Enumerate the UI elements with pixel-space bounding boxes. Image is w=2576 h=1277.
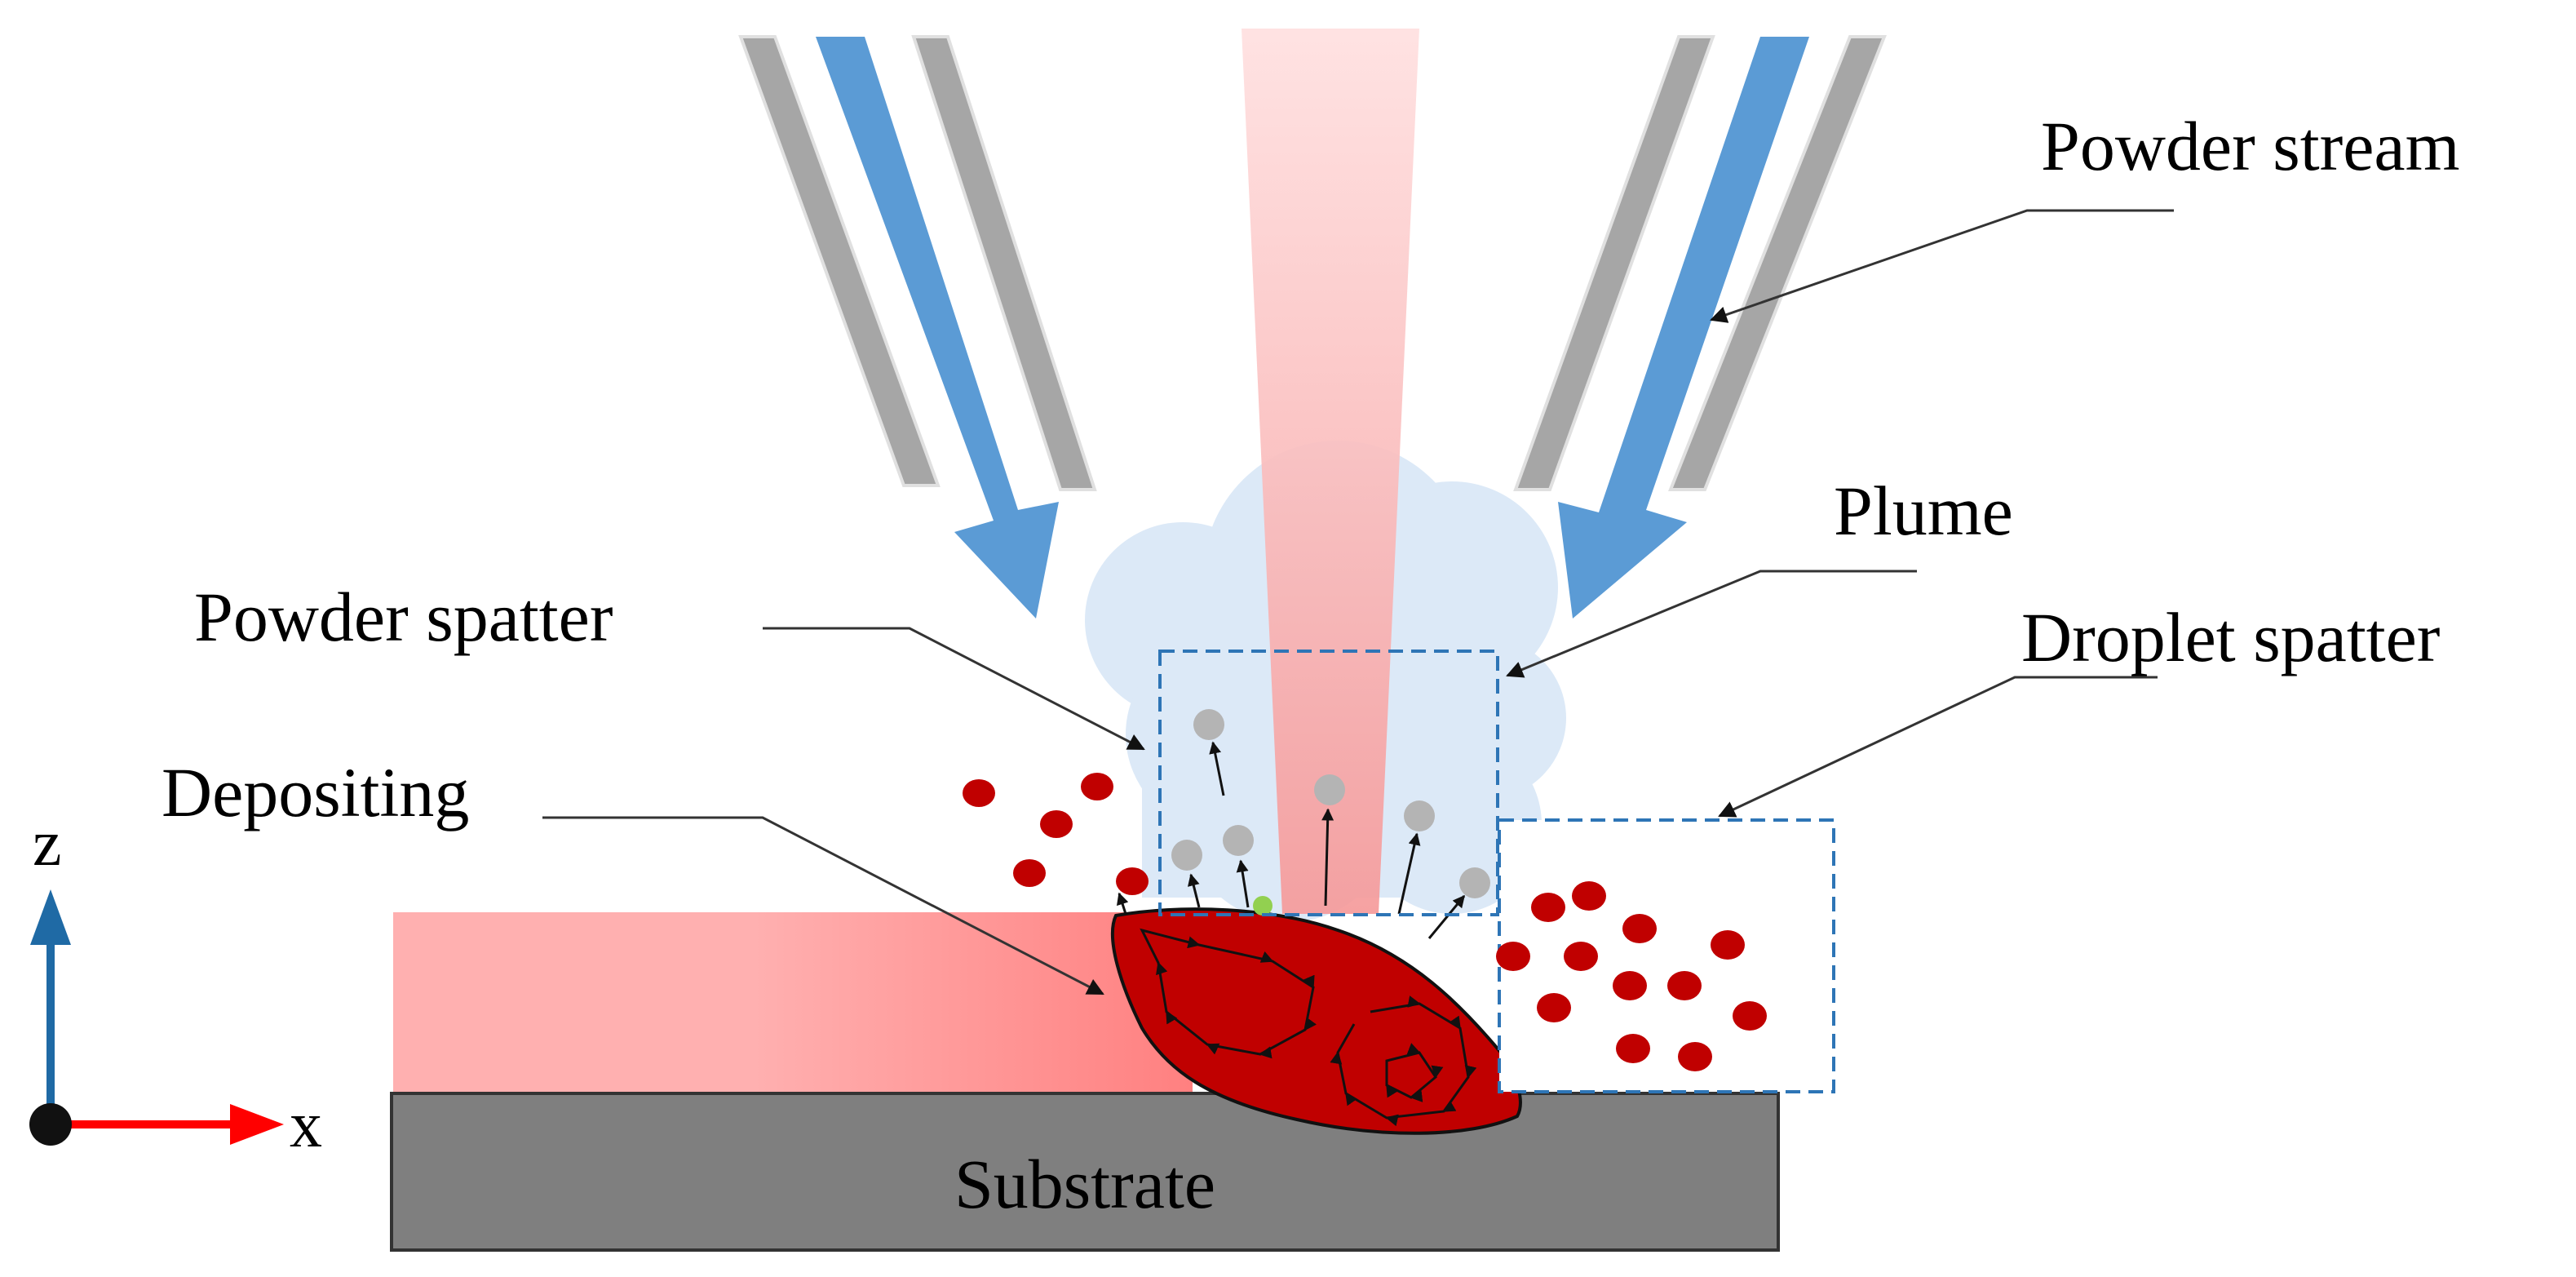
droplet-spatter-label: Droplet spatter [2021, 598, 2440, 676]
droplet-spatter-particles [1496, 881, 1767, 1071]
droplets-left [963, 773, 1149, 895]
powder-spatter-leader [763, 627, 1145, 751]
left-powder-stream-arrow [816, 37, 1059, 619]
droplet-spatter-leader [1718, 676, 2158, 818]
x-axis-label: x [290, 1089, 322, 1161]
powder-stream-label: Powder stream [2041, 107, 2459, 185]
powder-spatter-label: Powder spatter [194, 578, 613, 656]
melt-pool [1110, 896, 1522, 1135]
laser-beam [1242, 29, 1419, 914]
depositing-label: Depositing [162, 753, 469, 831]
leader-lines [542, 209, 2174, 995]
left-nozzle [738, 35, 1097, 491]
plume-leader [1506, 570, 1917, 678]
substrate-label: Substrate [954, 1145, 1215, 1223]
powder-spatter-particles [1116, 709, 1490, 939]
powder-stream-leader [1710, 209, 2174, 323]
coordinate-axes: z x [29, 808, 322, 1161]
z-axis-label: z [33, 808, 62, 880]
depositing-leader [542, 816, 1104, 995]
deposited-track [393, 912, 1193, 1093]
substrate-block [390, 1092, 1780, 1252]
plume-label: Plume [1834, 472, 2013, 550]
plume-box [1158, 650, 1499, 916]
right-nozzle [1513, 35, 1887, 491]
right-powder-stream-arrow [1558, 37, 1809, 619]
droplet-spatter-box [1498, 818, 1835, 1093]
